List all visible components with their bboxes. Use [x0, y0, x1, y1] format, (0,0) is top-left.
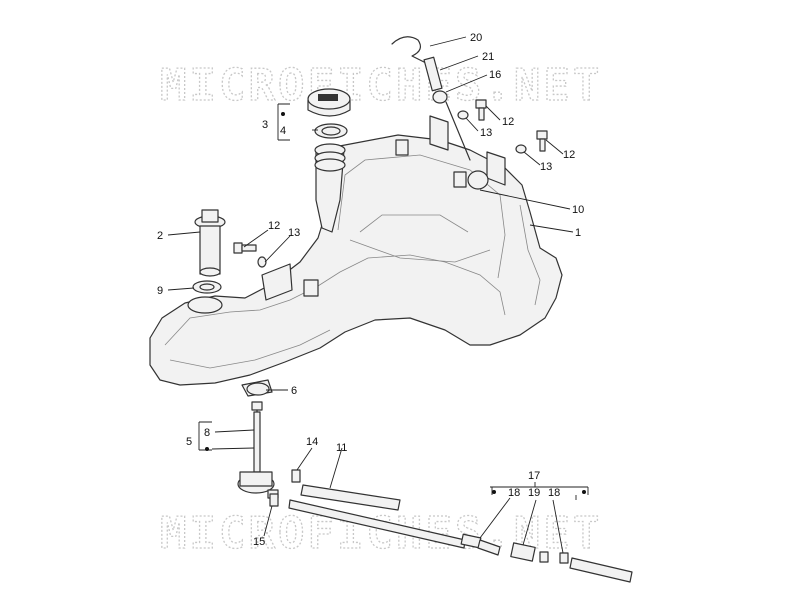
callout-1: 1 — [575, 227, 581, 239]
callout-15: 15 — [253, 536, 265, 548]
hose-clamp — [246, 382, 270, 396]
callout-3: 3 — [262, 119, 268, 131]
clip-15 — [269, 493, 279, 507]
washer-left — [257, 256, 267, 268]
leader-lines — [167, 36, 589, 554]
callout-18-left: 18 — [508, 487, 520, 499]
callout-18-right: 18 — [548, 487, 560, 499]
washer-top-2 — [515, 144, 527, 154]
cap-gasket-inner — [321, 126, 341, 136]
fuel-tank — [149, 115, 563, 397]
callout-16: 16 — [489, 69, 501, 81]
callout-10: 10 — [572, 204, 584, 216]
callout-13-right: 13 — [540, 161, 552, 173]
watermark-bottom: MICROFICHES.NET — [160, 508, 602, 559]
callout-17: 17 — [528, 470, 540, 482]
fuel-level-sensor — [194, 209, 226, 277]
screw-top-2 — [536, 130, 548, 152]
callout-2: 2 — [157, 230, 163, 242]
callout-20: 20 — [470, 32, 482, 44]
callout-13-top: 13 — [480, 127, 492, 139]
callout-12-left: 12 — [268, 220, 280, 232]
callout-14: 14 — [306, 436, 318, 448]
washer-top-1 — [457, 110, 469, 120]
callout-dot-5 — [205, 447, 209, 451]
callout-dot-17a — [492, 490, 496, 494]
callout-6: 6 — [291, 385, 297, 397]
screw-top-1 — [475, 99, 487, 121]
callout-4: 4 — [280, 125, 286, 137]
fuel-tap — [237, 401, 279, 499]
callout-labels: 20 21 16 12 13 12 13 3 4 10 1 2 12 13 9 … — [157, 32, 584, 548]
breather-assembly — [391, 36, 471, 161]
callout-12-top: 12 — [502, 116, 514, 128]
fuel-line — [288, 499, 633, 583]
screw-left — [233, 242, 257, 254]
callout-21: 21 — [482, 51, 494, 63]
watermark-top: MICROFICHES.NET — [160, 60, 602, 111]
sensor-gasket-inner — [199, 283, 215, 291]
callout-dot-3 — [281, 112, 285, 116]
filler-cap — [307, 88, 351, 117]
fuel-hose — [300, 484, 401, 511]
clip-14 — [291, 469, 301, 483]
callout-dot-17b — [582, 490, 586, 494]
callout-13-left: 13 — [288, 227, 300, 239]
callout-9: 9 — [157, 285, 163, 297]
callout-11: 11 — [336, 442, 347, 454]
callout-19: 19 — [528, 487, 540, 499]
callout-12-right: 12 — [563, 149, 575, 161]
callout-8: 8 — [204, 427, 210, 439]
callout-5: 5 — [186, 436, 192, 448]
